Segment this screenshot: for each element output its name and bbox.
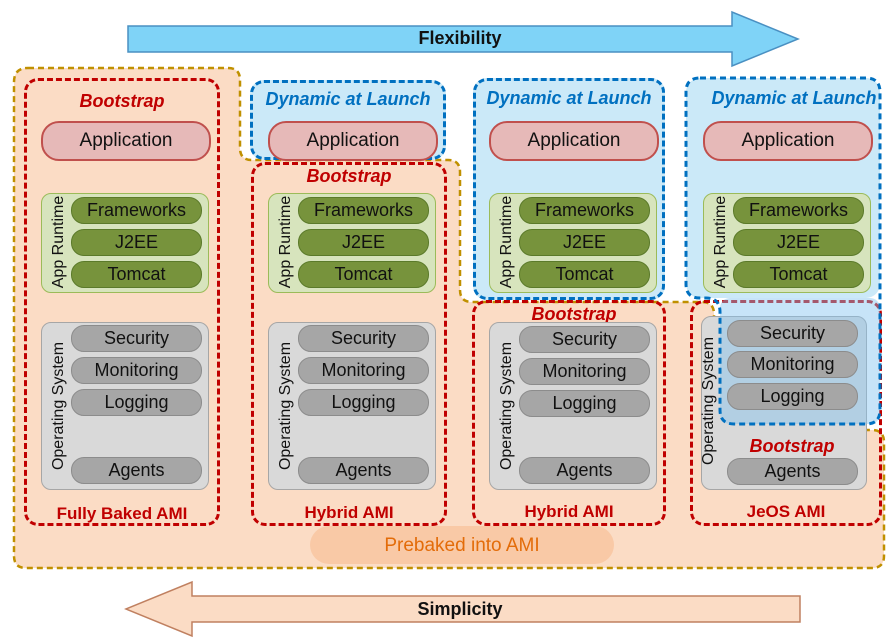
dynamic-title-col3: Dynamic at Launch: [486, 88, 652, 108]
flexibility-label: Flexibility: [418, 28, 502, 48]
application-col2: Application: [268, 121, 438, 161]
agents-col3: Agents: [519, 457, 650, 484]
dynamic-title-col2: Dynamic at Launch: [265, 89, 431, 109]
j2ee-col4: J2EE: [733, 229, 864, 256]
logging-col1: Logging: [71, 389, 202, 416]
agents-col4: Agents: [727, 458, 858, 485]
ami-label-col2: Hybrid AMI: [304, 503, 394, 522]
security-col1: Security: [71, 325, 202, 352]
bootstrap-box-col4: [690, 300, 882, 526]
monitoring-col1: Monitoring: [71, 357, 202, 384]
monitoring-col3: Monitoring: [519, 358, 650, 385]
bootstrap-title-col3: Bootstrap: [531, 304, 617, 324]
prebaked-pill: [310, 526, 614, 564]
frameworks-col1: Frameworks: [71, 197, 202, 224]
bootstrap-box-col2: [251, 162, 447, 526]
tomcat-col3: Tomcat: [519, 261, 650, 288]
bootstrap-box-col1: [24, 78, 220, 526]
tomcat-col2: Tomcat: [298, 261, 429, 288]
security-col4: Security: [727, 320, 858, 347]
flexibility-arrow: [127, 10, 800, 68]
logging-col3: Logging: [519, 390, 650, 417]
application-col3: Application: [489, 121, 659, 161]
prebaked-label: Prebaked into AMI: [384, 535, 540, 556]
application-col4: Application: [703, 121, 873, 161]
ami-label-col1: Fully Baked AMI: [56, 504, 188, 523]
logging-col2: Logging: [298, 389, 429, 416]
ami-label-col3: Hybrid AMI: [524, 502, 614, 521]
tomcat-col1: Tomcat: [71, 261, 202, 288]
security-col2: Security: [298, 325, 429, 352]
bootstrap-title-col1: Bootstrap: [79, 91, 165, 111]
frameworks-col2: Frameworks: [298, 197, 429, 224]
j2ee-col1: J2EE: [71, 229, 202, 256]
dynamic-title-col4: Dynamic at Launch: [711, 88, 877, 108]
simplicity-arrow: [124, 580, 801, 638]
tomcat-col4: Tomcat: [733, 261, 864, 288]
bootstrap-title-col2: Bootstrap: [306, 166, 392, 186]
bootstrap-box-col3: [472, 300, 666, 526]
agents-col2: Agents: [298, 457, 429, 484]
agents-col1: Agents: [71, 457, 202, 484]
ami-label-col4: JeOS AMI: [746, 502, 826, 521]
simplicity-label: Simplicity: [417, 599, 503, 619]
security-col3: Security: [519, 326, 650, 353]
j2ee-col2: J2EE: [298, 229, 429, 256]
application-col1: Application: [41, 121, 211, 161]
j2ee-col3: J2EE: [519, 229, 650, 256]
frameworks-col4: Frameworks: [733, 197, 864, 224]
frameworks-col3: Frameworks: [519, 197, 650, 224]
dynamic-border-col3: [473, 78, 665, 300]
monitoring-col4: Monitoring: [727, 351, 858, 378]
logging-col4: Logging: [727, 383, 858, 410]
bootstrap-title-col4: Bootstrap: [749, 436, 835, 456]
monitoring-col2: Monitoring: [298, 357, 429, 384]
